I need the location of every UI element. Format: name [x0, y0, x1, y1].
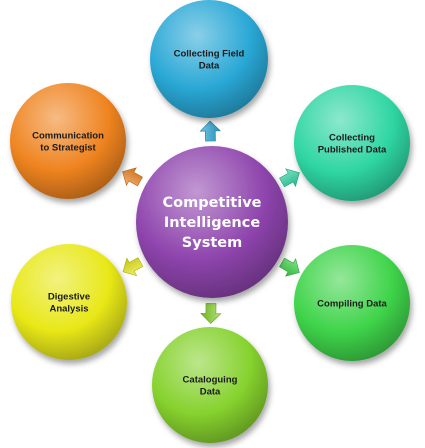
node-circle [294, 85, 410, 201]
arrow-cataloguing-data [200, 303, 222, 324]
arrow-collecting-published-data [279, 168, 300, 188]
node-circle [294, 245, 410, 361]
node-circle [150, 0, 268, 118]
node-label-line: Compiling Data [317, 298, 387, 309]
node-label-line: Analysis [49, 303, 88, 314]
arrow-digestive-analysis [122, 257, 144, 277]
center-label-line: Competitive [162, 195, 261, 211]
center-label-line: System [182, 235, 242, 251]
node-label-line: Collecting [329, 132, 375, 143]
arrow-group [122, 120, 300, 324]
arrow-compiling-data [279, 257, 300, 277]
arrow-communication-to-strategist [122, 167, 143, 187]
node-circle [11, 244, 127, 360]
arrow-collecting-field-data [199, 120, 222, 142]
node-label-line: Cataloguing [183, 374, 238, 385]
node-label-line: Published Data [318, 144, 387, 155]
node-label-line: to Strategist [40, 142, 96, 153]
node-circle [10, 83, 126, 199]
node-group: Collecting FieldDataCollectingPublished … [10, 0, 410, 443]
node-label-line: Communication [32, 130, 104, 141]
center-label-line: Intelligence [164, 215, 261, 231]
node-circle [152, 327, 268, 443]
node-label-line: Data [199, 60, 220, 71]
node-compiling-data: Compiling Data [294, 245, 410, 361]
node-label-line: Collecting Field [174, 48, 245, 59]
node-label-line: Digestive [48, 291, 90, 302]
center-circle [136, 146, 288, 298]
node-label-line: Data [200, 386, 221, 397]
